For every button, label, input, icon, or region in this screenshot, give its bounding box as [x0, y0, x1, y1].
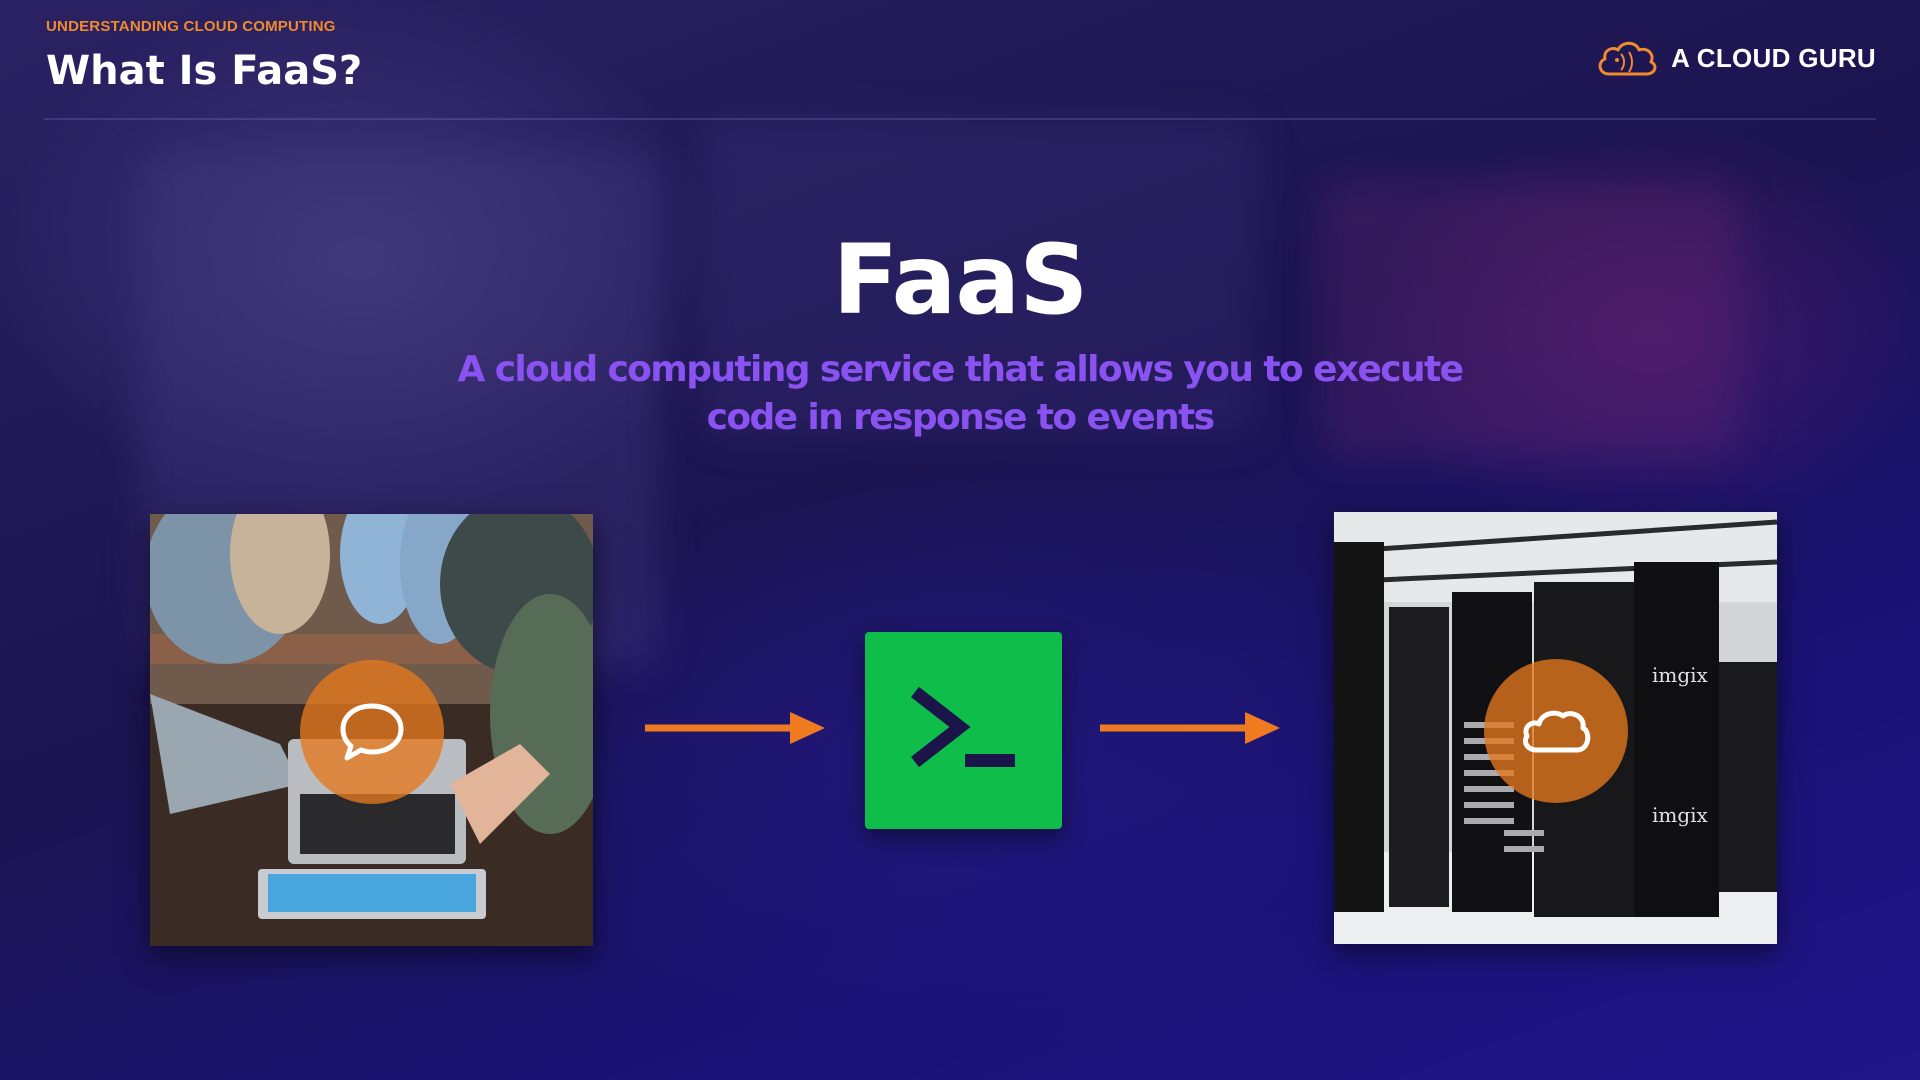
photo-server-room: imgix imgix [1334, 512, 1777, 944]
cloud-logo-icon [1598, 41, 1657, 76]
bg-blur-shape [1320, 180, 1740, 460]
header-divider [44, 118, 1876, 120]
server-label-bottom: imgix [1652, 803, 1709, 827]
terminal-icon [911, 686, 1015, 768]
function-terminal-tile [865, 632, 1062, 829]
cloud-icon [1522, 710, 1591, 753]
arrow-to-cloud [1100, 712, 1280, 744]
right-icon-circle [1484, 659, 1628, 803]
chat-bubble-icon [340, 703, 404, 761]
left-icon-circle [300, 660, 444, 804]
section-subtitle: UNDERSTANDING CLOUD COMPUTING [46, 18, 336, 35]
hero-title: FaaS [832, 224, 1089, 336]
hero-description: A cloud computing service that allows yo… [457, 349, 1465, 438]
slide-title: What Is FaaS? [46, 48, 363, 94]
arrow-to-function [645, 712, 825, 744]
photo-people-laptop [150, 514, 593, 946]
brand-logo: A CLOUD GURU [1595, 38, 1876, 78]
brand-name: A CLOUD GURU [1671, 42, 1876, 73]
bg-blur-shape [700, 120, 1260, 440]
server-label-top: imgix [1652, 663, 1709, 687]
